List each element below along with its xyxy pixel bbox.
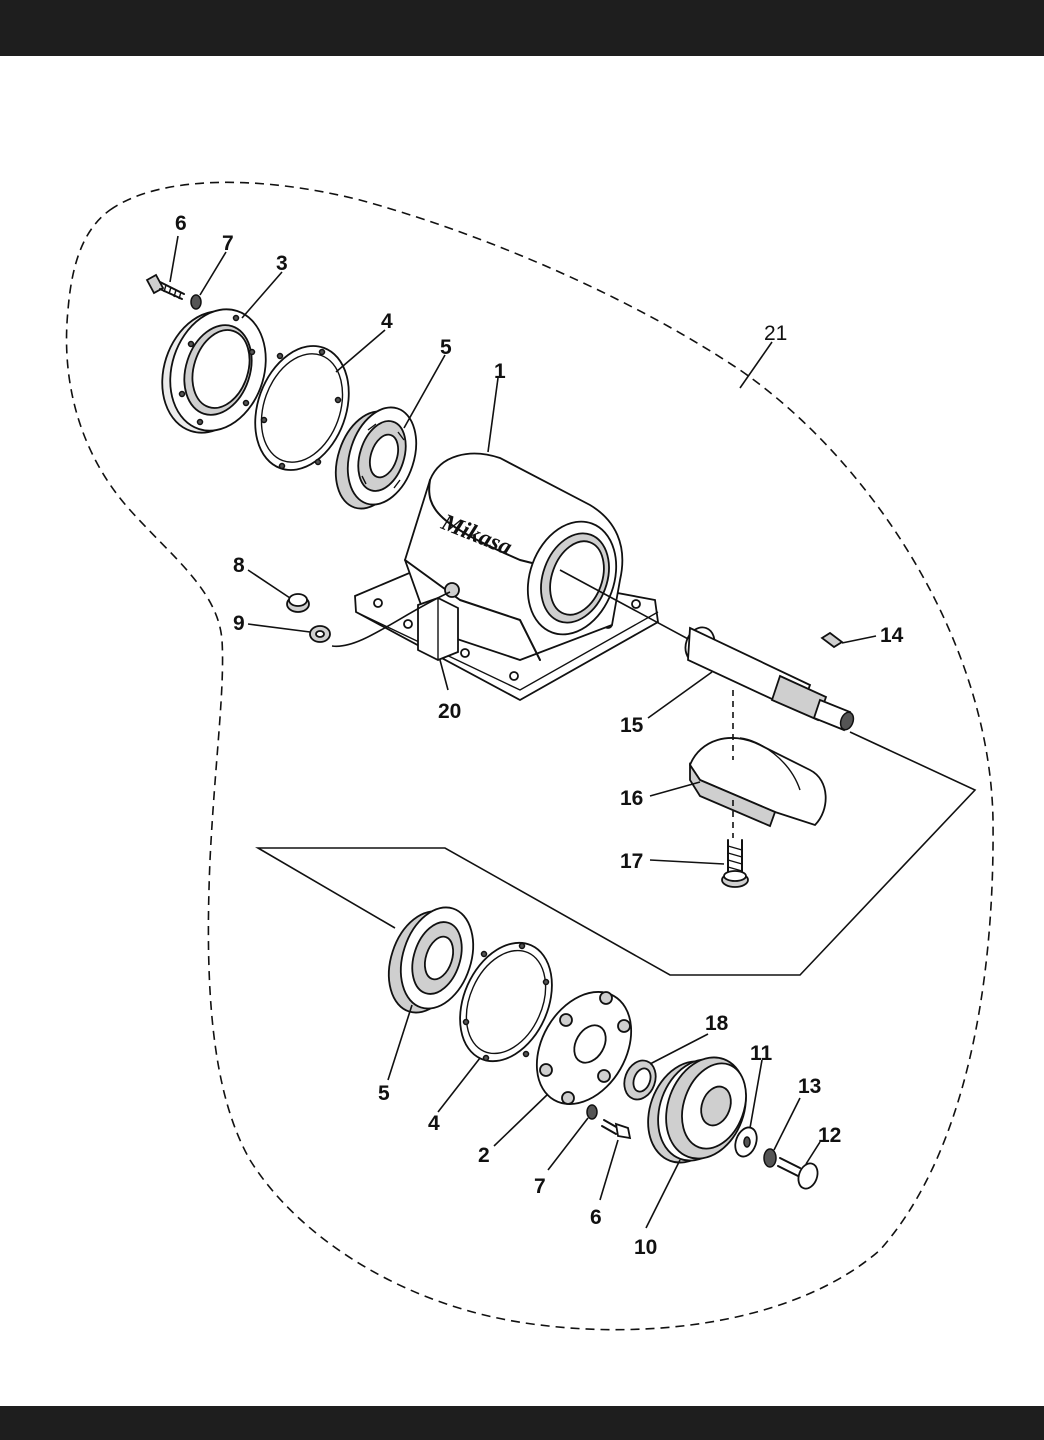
- callout-14: 14: [880, 624, 904, 647]
- part-13-lock-washer: [763, 1148, 777, 1168]
- callout-6-top: 6: [175, 212, 187, 235]
- callout-10: 10: [634, 1236, 657, 1259]
- callout-20: 20: [438, 700, 461, 723]
- part-12-bolt: [777, 1157, 819, 1190]
- callout-5-bottom: 5: [378, 1082, 390, 1105]
- part-7-washer-top: [190, 294, 202, 310]
- part-16-half-collar: [688, 737, 827, 828]
- callout-6-bottom: 6: [590, 1206, 602, 1229]
- part-18-seal: [623, 1059, 657, 1101]
- callout-7-top: 7: [222, 232, 234, 255]
- part-10-pulley: [647, 1056, 747, 1164]
- callout-4-top: 4: [381, 310, 393, 333]
- part-5-bearing-bottom: [387, 906, 475, 1014]
- callout-4-bottom: 4: [428, 1112, 440, 1135]
- part-3-end-cover: [161, 308, 267, 434]
- part-5-bearing-top: [334, 406, 418, 510]
- callout-12: 12: [818, 1124, 841, 1147]
- callout-1: 1: [494, 360, 506, 383]
- callout-11: 11: [750, 1042, 773, 1065]
- callout-8: 8: [233, 554, 245, 577]
- callout-15: 15: [620, 714, 644, 737]
- part-11-flat-washer: [734, 1126, 758, 1158]
- part-4-gasket-bottom: [459, 941, 553, 1063]
- part-17-cap-screw: [721, 839, 749, 888]
- callout-21-assembly: 21: [764, 322, 787, 345]
- callout-5-top: 5: [440, 336, 452, 359]
- part-1-housing: Mikasa: [354, 452, 659, 702]
- part-7-washer-bottom: [586, 1104, 598, 1120]
- part-9-washer: [309, 625, 331, 643]
- callout-2: 2: [478, 1144, 490, 1167]
- callout-7-bottom: 7: [534, 1175, 546, 1198]
- part-8-plug: [286, 593, 310, 613]
- callout-13: 13: [798, 1075, 821, 1098]
- callout-16: 16: [620, 787, 643, 810]
- part-2-cover-plate: [535, 991, 633, 1105]
- part-4-gasket-top: [254, 345, 350, 471]
- callout-9: 9: [233, 612, 245, 635]
- callout-3: 3: [276, 252, 288, 275]
- footer-bar: [0, 1406, 1044, 1440]
- callout-17: 17: [620, 850, 643, 873]
- part-15-shaft: [684, 626, 855, 732]
- part-14-key: [820, 631, 844, 649]
- header-bar: [0, 0, 1044, 56]
- callout-18: 18: [705, 1012, 729, 1035]
- assembly-boundary: [65, 181, 994, 1331]
- part-6-bolt-bottom: [601, 1119, 632, 1140]
- part-6-bolt-top: [145, 273, 185, 300]
